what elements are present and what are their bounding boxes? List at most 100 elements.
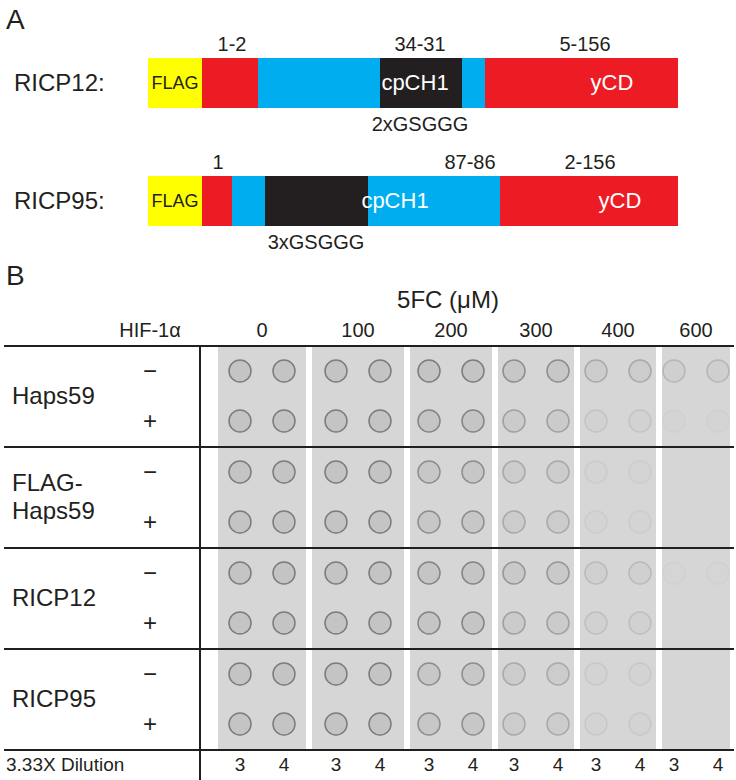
construct-name: RICP95: — [14, 187, 105, 215]
yeast-spot — [503, 612, 525, 634]
ycd-domain: yCD — [500, 176, 678, 226]
concentration: 100 — [341, 319, 374, 342]
segment-label: yCD — [599, 188, 642, 213]
yeast-spot — [629, 511, 651, 533]
dilution-number: 4 — [635, 754, 646, 776]
dilution-label: 3.33X Dilution — [6, 754, 124, 776]
yeast-spot — [547, 612, 569, 634]
yeast-spot — [503, 410, 525, 432]
yeast-spot — [325, 410, 347, 432]
hif-status: + — [143, 609, 157, 637]
yeast-spot — [273, 410, 295, 432]
yeast-spot — [503, 562, 525, 584]
yeast-spot — [229, 562, 251, 584]
yeast-spot — [325, 562, 347, 584]
yeast-spot — [503, 511, 525, 533]
yeast-spot — [462, 562, 484, 584]
yeast-spot — [273, 612, 295, 634]
yeast-spot — [462, 713, 484, 735]
yeast-spot — [325, 461, 347, 483]
yeast-spot — [369, 360, 391, 382]
concentration: 600 — [679, 319, 712, 342]
hif-status: − — [143, 458, 157, 486]
dilution-number: 4 — [468, 754, 479, 776]
residue-range: 34-31 — [394, 33, 445, 56]
table-line — [199, 346, 201, 780]
yeast-spot — [547, 360, 569, 382]
column-header: HIF-1α — [119, 319, 181, 342]
yeast-spot — [707, 410, 729, 432]
construct-name: RICP12: — [14, 69, 105, 97]
yeast-spot — [229, 461, 251, 483]
residue-range: 1 — [212, 151, 223, 174]
yeast-spot — [547, 511, 569, 533]
yeast-spot — [369, 663, 391, 685]
yeast-spot — [418, 713, 440, 735]
residue-range: 1-2 — [218, 33, 247, 56]
dilution-number: 4 — [553, 754, 564, 776]
strain-name: Haps59 — [12, 382, 95, 410]
n-term-segment — [202, 58, 258, 108]
yeast-spot — [369, 612, 391, 634]
yeast-spot — [418, 360, 440, 382]
segment-label: cpCH1 — [361, 188, 428, 213]
concentration: 400 — [601, 319, 634, 342]
hif-status: − — [143, 559, 157, 587]
dilution-number: 3 — [669, 754, 680, 776]
yeast-spot — [462, 410, 484, 432]
residue-range: 2-156 — [564, 151, 615, 174]
yeast-spot — [229, 612, 251, 634]
linker-label: 3xGSGGG — [268, 231, 365, 254]
n-term-segment — [202, 176, 232, 226]
yeast-spot — [629, 410, 651, 432]
yeast-spot — [547, 663, 569, 685]
yeast-spot — [547, 410, 569, 432]
yeast-spot — [585, 511, 607, 533]
yeast-spot — [629, 360, 651, 382]
yeast-spot — [325, 360, 347, 382]
yeast-spot — [418, 612, 440, 634]
axis-title: 5FC (μM) — [397, 286, 499, 314]
yeast-spot — [585, 713, 607, 735]
yeast-spot — [663, 360, 685, 382]
strain-name: RICP12 — [12, 584, 96, 612]
table-line — [4, 446, 734, 448]
yeast-spot — [369, 713, 391, 735]
yeast-spot — [229, 713, 251, 735]
yeast-spot — [707, 562, 729, 584]
yeast-spot — [273, 461, 295, 483]
yeast-spot — [663, 562, 685, 584]
yeast-spot — [585, 612, 607, 634]
yeast-spot — [462, 461, 484, 483]
yeast-spot — [585, 461, 607, 483]
cpch1-domain: cpCH1 — [232, 176, 500, 226]
residue-range: 5-156 — [559, 33, 610, 56]
cpch1-domain: cpCH1 — [258, 58, 485, 108]
yeast-spot — [325, 612, 347, 634]
yeast-spot — [229, 410, 251, 432]
dilution-number: 3 — [331, 754, 342, 776]
flag-tag: FLAG — [148, 176, 202, 226]
panel-letter: A — [6, 4, 25, 36]
dilution-number: 3 — [235, 754, 246, 776]
dilution-number: 3 — [424, 754, 435, 776]
table-line — [4, 648, 734, 650]
yeast-spot — [229, 511, 251, 533]
yeast-spot — [629, 562, 651, 584]
dilution-number: 4 — [713, 754, 724, 776]
yeast-spot — [418, 562, 440, 584]
yeast-spot — [585, 663, 607, 685]
yeast-spot — [547, 562, 569, 584]
table-lines — [4, 346, 734, 780]
yeast-spot — [503, 360, 525, 382]
hif-status: + — [143, 508, 157, 536]
yeast-spot — [273, 713, 295, 735]
hif-status: − — [143, 357, 157, 385]
segment-label: yCD — [591, 70, 634, 95]
concentration: 0 — [256, 319, 267, 342]
yeast-spot — [229, 360, 251, 382]
yeast-spot — [462, 360, 484, 382]
panel-letter: B — [6, 260, 25, 292]
dilution-number: 4 — [375, 754, 386, 776]
